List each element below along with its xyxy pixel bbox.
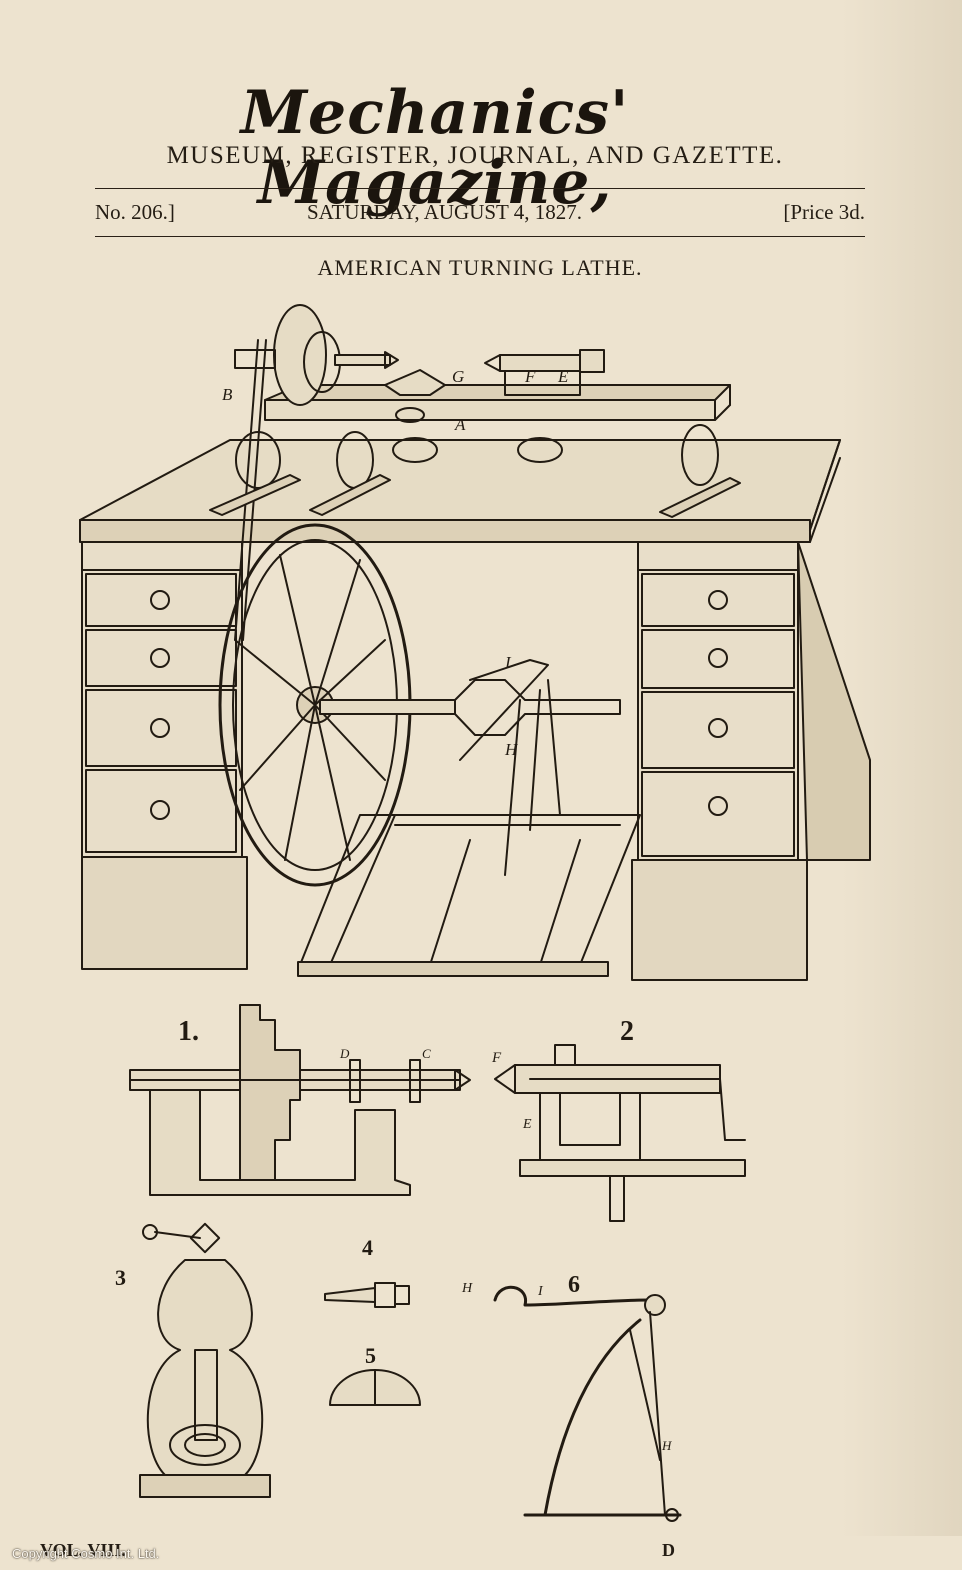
fig1-label-c: C: [422, 1046, 431, 1061]
label-g: G: [452, 367, 464, 386]
page-footer: VOL. VIII. D: [0, 1536, 962, 1570]
figure-4-center: [324, 1282, 410, 1308]
issue-number: No. 206.]: [95, 200, 175, 224]
figure-6-treadle: [493, 1285, 682, 1522]
label-e: E: [557, 367, 569, 386]
copyright-watermark: Copyright Cosmo Int. Ltd.: [12, 1546, 160, 1561]
fig2-label-f: F: [491, 1050, 502, 1066]
fig6-label-h2: H: [661, 1438, 672, 1453]
signature-mark: D: [662, 1540, 675, 1560]
fig1-label-d: D: [339, 1046, 350, 1061]
article-title: AMERICAN TURNING LATHE.: [317, 255, 643, 280]
fig2-label-e: E: [522, 1117, 532, 1132]
figure-2-tailstock: [494, 1044, 746, 1222]
figure-1-headstock: [129, 1004, 471, 1196]
fig-number-2: 2: [620, 1016, 634, 1047]
label-b: B: [222, 385, 233, 404]
issue-price: [Price 3d.: [783, 200, 865, 224]
label-i: I: [504, 653, 512, 672]
fig-number-3: 3: [115, 1265, 126, 1290]
fig6-label-i: I: [537, 1284, 544, 1299]
fig6-label-h1: H: [461, 1281, 473, 1296]
fig-number-5: 5: [365, 1343, 376, 1368]
issue-date: SATURDAY, AUGUST 4, 1827.: [307, 200, 583, 224]
label-f: F: [524, 367, 536, 386]
figure-5-semicircle: [329, 1369, 421, 1406]
label-h: H: [504, 740, 519, 759]
masthead-subtitle: MUSEUM, REGISTER, JOURNAL, AND GAZETTE.: [166, 142, 784, 169]
bench-illustration: [79, 339, 871, 981]
fig-number-4: 4: [362, 1235, 373, 1260]
dateline-rule: [95, 236, 865, 237]
volume-number: VOL. VIII.: [40, 1540, 126, 1560]
top-rule: [95, 188, 865, 189]
fig-number-6: 6: [568, 1272, 580, 1298]
fig-number-1: 1.: [178, 1016, 199, 1047]
lathe-bed: [209, 304, 741, 518]
dateline: No. 206.] SATURDAY, AUGUST 4, 1827. [Pri…: [95, 200, 865, 230]
label-a: A: [454, 415, 466, 434]
masthead-title: Mechanics' Magazine,: [240, 78, 630, 218]
figure-3-rest: [139, 1222, 271, 1498]
